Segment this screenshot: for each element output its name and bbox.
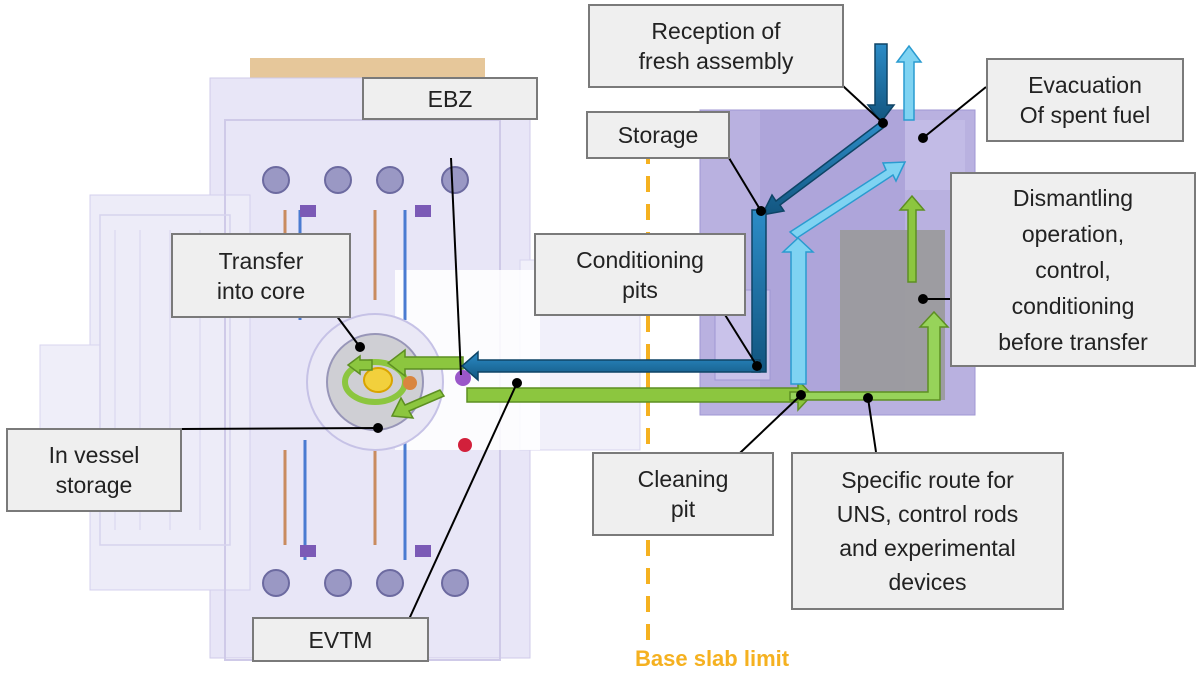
evtm-label: EVTM (308, 626, 373, 653)
specific-route-label-line1: Specific route for (841, 467, 1014, 493)
evacuation-callout: Evacuation Of spent fuel (986, 58, 1184, 142)
conditioning-pits-label-line2: pits (622, 276, 658, 303)
specific-route-label-line2: UNS, control rods (836, 501, 1019, 527)
storage-label: Storage (617, 122, 699, 148)
dismantling-label-line3: control, (1035, 256, 1111, 283)
in-vessel-callout: In vessel storage (6, 428, 182, 512)
specific-route-label-line4: devices (888, 569, 967, 595)
reception-label-line1: Reception of (651, 18, 781, 44)
leader-dots (355, 118, 928, 433)
reception-callout: Reception of fresh assembly (588, 4, 844, 88)
reception-label-line2: fresh assembly (638, 48, 794, 74)
conditioning-pits-callout: Conditioning pits (534, 233, 746, 316)
cleaning-pit-label-line1: Cleaning (637, 466, 729, 492)
in-vessel-label-line1: In vessel (48, 442, 140, 468)
transfer-core-callout: Transfer into core (171, 233, 351, 318)
dismantling-label-line4: conditioning (1011, 292, 1135, 319)
storage-callout: Storage (586, 111, 730, 159)
primary-pumps (262, 166, 469, 597)
conditioning-pits-label-line1: Conditioning (576, 246, 704, 273)
base-slab-label: Base slab limit (635, 646, 790, 671)
in-vessel-label-line2: storage (55, 472, 133, 498)
transfer-core-label-line2: into core (216, 277, 306, 304)
ebz-callout: EBZ (362, 77, 538, 120)
evacuation-label-line2: Of spent fuel (1019, 102, 1151, 128)
spent-route-arrows (781, 44, 923, 385)
specific-route-label-line3: and experimental (839, 535, 1016, 561)
transfer-core-label-line1: Transfer (218, 247, 304, 274)
cleaning-pit-callout: Cleaning pit (592, 452, 774, 536)
ebz-label: EBZ (427, 85, 473, 112)
dismantling-label-line5: before transfer (998, 328, 1148, 355)
evtm-callout: EVTM (252, 617, 429, 662)
dismantling-label-line2: operation, (1021, 220, 1125, 247)
dismantling-callout: Dismantling operation, control, conditionin… (950, 172, 1196, 367)
evacuation-label-line1: Evacuation (1028, 72, 1142, 98)
cleaning-pit-label-line2: pit (670, 496, 696, 522)
dismantling-label-line1: Dismantling (1012, 184, 1134, 211)
